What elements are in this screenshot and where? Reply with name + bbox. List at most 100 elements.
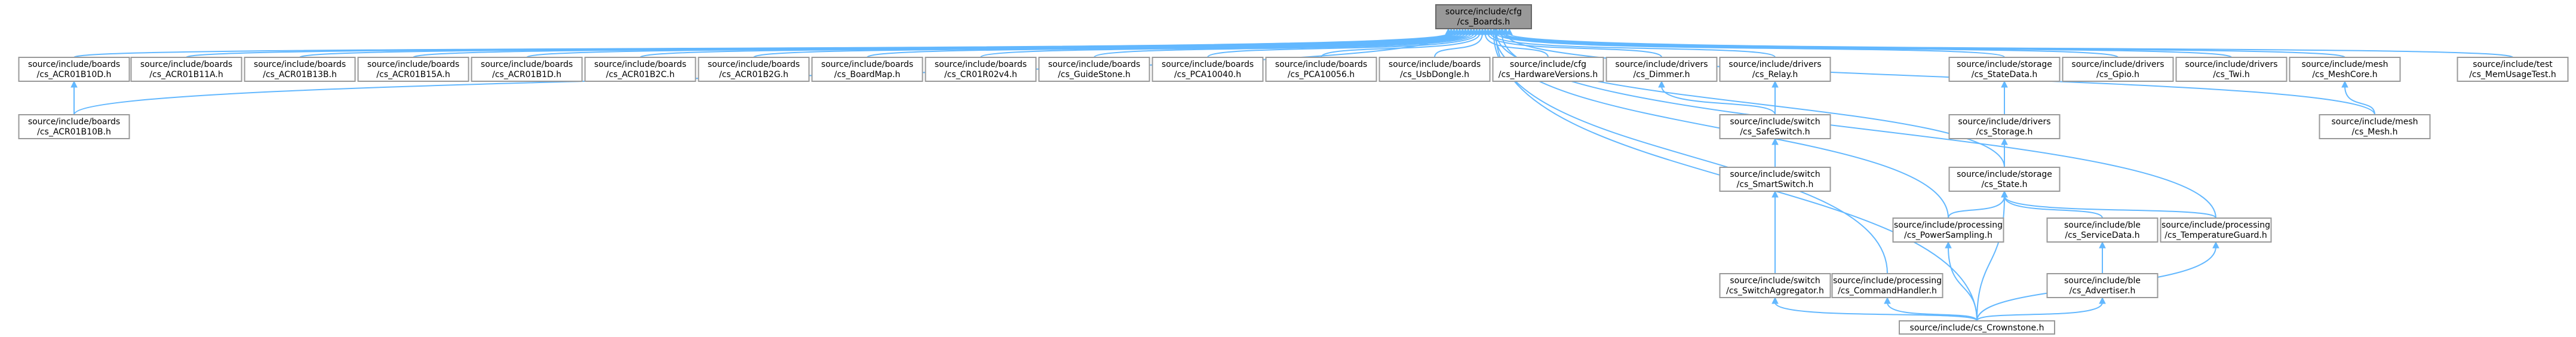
node-label-line2: /cs_State.h xyxy=(1981,180,2027,189)
node-label-line1: source/include/switch xyxy=(1730,117,1820,127)
nodes-layer: source/include/cfg/cs_Boards.hsource/inc… xyxy=(18,4,2569,335)
node-label-line1: source/include/mesh xyxy=(2331,117,2418,127)
node-acr2g[interactable]: source/include/boards/cs_ACR01B2G.h xyxy=(698,57,810,82)
edge-arrowhead xyxy=(1498,27,1506,35)
edge-arrowhead xyxy=(1771,137,1779,145)
node-label-line2: /cs_ACR01B10D.h xyxy=(37,70,112,79)
node-label-line2: /cs_SwitchAggregator.h xyxy=(1726,286,1824,296)
edge-crownstone-to-advertiser xyxy=(1976,296,2106,321)
edge-tempguard-to-state xyxy=(2001,190,2216,219)
node-label-line1: source/include/cfg xyxy=(1510,60,1586,69)
edge-arrowhead xyxy=(1771,296,1779,304)
node-label-line2: /cs_Gpio.h xyxy=(2096,70,2139,79)
node-acr13b[interactable]: source/include/boards/cs_ACR01B13B.h xyxy=(244,57,356,82)
edge-arrowhead xyxy=(70,80,78,88)
edge-smartswitch-to-safeswitch xyxy=(1771,137,1779,167)
node-label-line2: /cs_ACR01B2G.h xyxy=(719,70,788,79)
node-label-line1: source/include/cs_Crownstone.h xyxy=(1910,323,2044,333)
node-tempguard[interactable]: source/include/processing/cs_Temperature… xyxy=(2160,217,2272,243)
node-advertiser[interactable]: source/include/ble/cs_Advertiser.h xyxy=(2046,273,2159,298)
node-label-line2: /cs_Twi.h xyxy=(2213,70,2250,79)
edge-crownstone-to-switchaggregator xyxy=(1771,296,1978,321)
node-label-line1: source/include/boards xyxy=(481,60,573,69)
node-label-line1: source/include/boards xyxy=(28,60,120,69)
node-box xyxy=(1152,57,1264,82)
edge-line xyxy=(2344,85,2375,115)
node-label-line1: source/include/boards xyxy=(708,60,800,69)
node-smartswitch[interactable]: source/include/switch/cs_SmartSwitch.h xyxy=(1719,167,1831,192)
node-memusage[interactable]: source/include/test/cs_MemUsageTest.h xyxy=(2457,57,2569,82)
node-usbdongle[interactable]: source/include/boards/cs_UsbDongle.h xyxy=(1378,57,1491,82)
node-label-line2: /cs_ACR01B11A.h xyxy=(149,70,223,79)
edge-arrowhead xyxy=(1771,190,1779,198)
node-commandhandler[interactable]: source/include/processing/cs_CommandHand… xyxy=(1831,273,1943,298)
edge-arrowhead xyxy=(2099,241,2106,249)
node-label-line2: /cs_HardwareVersions.h xyxy=(1499,70,1598,79)
node-guidestone[interactable]: source/include/boards/cs_GuideStone.h xyxy=(1038,57,1150,82)
node-acr1d[interactable]: source/include/boards/cs_ACR01B1D.h xyxy=(471,57,583,82)
node-servicedata[interactable]: source/include/ble/cs_ServiceData.h xyxy=(2046,217,2159,243)
node-storage[interactable]: source/include/drivers/cs_Storage.h xyxy=(1948,114,2061,139)
edge-line xyxy=(1484,33,1549,58)
node-acr10d[interactable]: source/include/boards/cs_ACR01B10D.h xyxy=(18,57,130,82)
node-gpio[interactable]: source/include/drivers/cs_Gpio.h xyxy=(2062,57,2174,82)
edge-servicedata-to-state xyxy=(2001,190,2103,219)
node-box xyxy=(1719,167,1831,192)
edge-line xyxy=(1207,33,1478,58)
node-label-line1: source/include/boards xyxy=(254,60,346,69)
edge-state-to-storage xyxy=(2001,137,2008,167)
node-box xyxy=(2319,114,2431,139)
node-dimmer[interactable]: source/include/drivers/cs_Dimmer.h xyxy=(1605,57,1718,82)
edge-line xyxy=(1948,195,2005,219)
node-acr2c[interactable]: source/include/boards/cs_ACR01B2C.h xyxy=(584,57,696,82)
node-meshcore[interactable]: source/include/mesh/cs_MeshCore.h xyxy=(2289,57,2401,82)
node-acr11a[interactable]: source/include/boards/cs_ACR01B11A.h xyxy=(130,57,242,82)
node-twi[interactable]: source/include/drivers/cs_Twi.h xyxy=(2175,57,2288,82)
node-box xyxy=(2046,217,2159,243)
edge-line xyxy=(980,33,1472,58)
node-boards[interactable]: source/include/cfg/cs_Boards.h xyxy=(1435,4,1532,29)
edge-line xyxy=(1509,33,2513,58)
edge-line xyxy=(2004,195,2103,219)
node-mesh[interactable]: source/include/mesh/cs_Mesh.h xyxy=(2319,114,2431,139)
edge-safeswitch-to-relay xyxy=(1771,80,1779,115)
node-hwversions[interactable]: source/include/cfg/cs_HardwareVersions.h xyxy=(1492,57,1604,82)
node-pca10040[interactable]: source/include/boards/cs_PCA10040.h xyxy=(1152,57,1264,82)
edge-line xyxy=(1496,33,2005,58)
node-crownstone[interactable]: source/include/cs_Crownstone.h xyxy=(1899,320,2055,335)
node-label-line2: /cs_Dimmer.h xyxy=(1633,70,1690,79)
node-acr10b[interactable]: source/include/boards/cs_ACR01B10B.h xyxy=(18,114,130,139)
node-boardmap[interactable]: source/include/boards/cs_BoardMap.h xyxy=(811,57,923,82)
node-label-line1: source/include/processing xyxy=(2161,220,2270,230)
edge-crownstone-to-commandhandler xyxy=(1884,296,1978,321)
node-state[interactable]: source/include/storage/cs_State.h xyxy=(1948,167,2061,192)
node-cr01r02[interactable]: source/include/boards/cs_CR01R02v4.h xyxy=(925,57,1037,82)
node-statedata[interactable]: source/include/storage/cs_StateData.h xyxy=(1948,57,2061,82)
node-label-line1: source/include/cfg xyxy=(1445,7,1522,17)
node-label-line1: source/include/drivers xyxy=(1958,117,2050,127)
edge-line xyxy=(1434,33,1483,58)
node-label-line1: source/include/ble xyxy=(2064,220,2141,230)
node-label-line2: /cs_PCA10056.h xyxy=(1288,70,1355,79)
node-box xyxy=(2175,57,2288,82)
edge-acr10b-to-acr10d xyxy=(70,80,78,115)
node-label-line2: /cs_GuideStone.h xyxy=(1058,70,1131,79)
node-box xyxy=(1831,273,1943,298)
node-label-line1: source/include/boards xyxy=(367,60,459,69)
edge-line xyxy=(1094,33,1475,58)
node-label-line1: source/include/storage xyxy=(1957,60,2052,69)
edge-acr11a-to-boards xyxy=(186,27,1455,58)
node-acr15a[interactable]: source/include/boards/cs_ACR01B15A.h xyxy=(357,57,469,82)
node-powersampling[interactable]: source/include/processing/cs_PowerSampli… xyxy=(1892,217,2004,243)
node-label-line2: /cs_TemperatureGuard.h xyxy=(2164,231,2267,240)
node-relay[interactable]: source/include/drivers/cs_Relay.h xyxy=(1719,57,1831,82)
node-label-line1: source/include/drivers xyxy=(1615,60,1708,69)
node-label-line2: /cs_Storage.h xyxy=(1976,127,2033,137)
node-pca10056[interactable]: source/include/boards/cs_PCA10056.h xyxy=(1265,57,1377,82)
node-switchaggregator[interactable]: source/include/switch/cs_SwitchAggregato… xyxy=(1719,273,1831,298)
node-label-line2: /cs_BoardMap.h xyxy=(834,70,901,79)
node-safeswitch[interactable]: source/include/switch/cs_SafeSwitch.h xyxy=(1719,114,1831,139)
node-box xyxy=(1948,114,2061,139)
node-label-line1: source/include/drivers xyxy=(2185,60,2277,69)
edge-arrowhead xyxy=(1506,27,1513,35)
